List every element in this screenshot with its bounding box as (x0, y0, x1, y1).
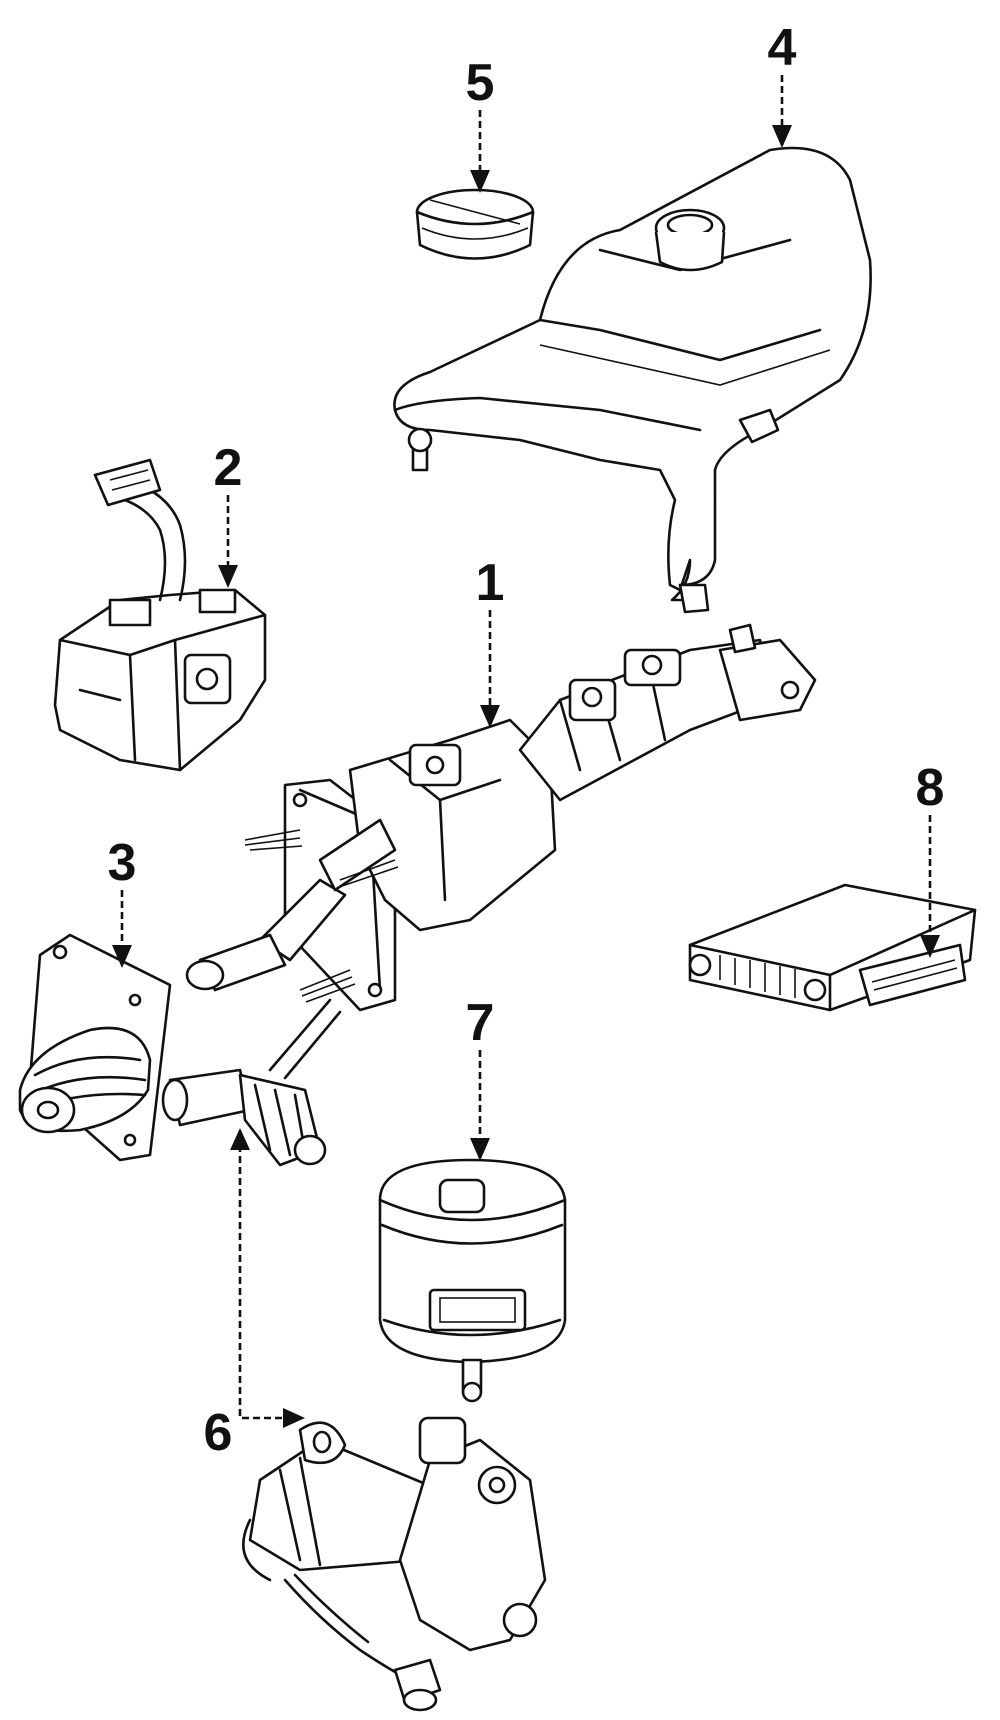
reservoir-cap-part (415, 188, 535, 260)
arrowhead-6-up (230, 1128, 250, 1150)
callout-label-7: 7 (466, 994, 495, 1052)
callout-label-4: 4 (768, 19, 797, 77)
pump-motor-part (242, 1416, 547, 1712)
arrowhead-8 (920, 935, 940, 958)
arrowhead-7 (470, 1138, 490, 1161)
control-module-part (688, 883, 977, 1012)
arrowhead-4 (772, 125, 792, 148)
callout-arrows (112, 75, 940, 1428)
arrowhead-2 (218, 565, 238, 588)
leader-line-6 (238, 1145, 290, 1420)
arrowhead-5 (470, 170, 490, 193)
arrowhead-3 (112, 945, 132, 968)
master-cylinder-part (185, 623, 817, 1012)
callout-label-6: 6 (204, 1404, 233, 1462)
pedal-bracket-part (18, 933, 172, 1162)
callout-label-3: 3 (108, 834, 137, 892)
arrowhead-6-right (283, 1408, 305, 1428)
accumulator-part (378, 1158, 567, 1403)
callout-label-1: 1 (476, 554, 505, 612)
callout-labels: 1 2 3 4 5 6 7 8 (108, 19, 945, 1462)
hydraulic-unit-part (53, 458, 267, 772)
fluid-reservoir-part (393, 146, 872, 614)
callout-label-8: 8 (916, 759, 945, 817)
sensor-boot-part (161, 998, 342, 1167)
callout-label-2: 2 (214, 439, 243, 497)
arrowhead-1 (480, 705, 500, 728)
callout-label-5: 5 (466, 54, 495, 112)
